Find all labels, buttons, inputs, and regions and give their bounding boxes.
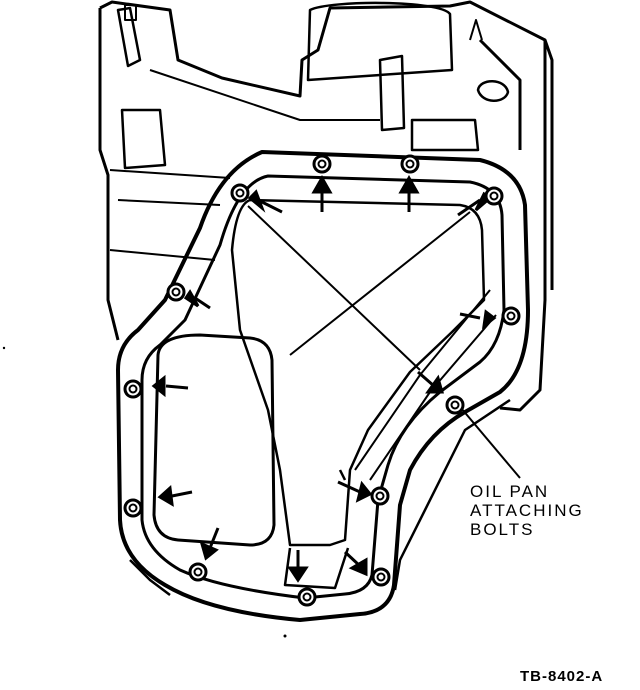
case-left-wall xyxy=(98,8,120,341)
callout-leader-line xyxy=(455,401,521,479)
filter-pocket xyxy=(152,333,276,547)
callout-line-3: BOLTS xyxy=(470,520,535,539)
pan-floor xyxy=(230,198,486,547)
upper-details xyxy=(124,4,483,41)
pan-bolt xyxy=(445,395,465,415)
valve-body-left xyxy=(116,6,167,170)
pan-bolt xyxy=(501,306,521,326)
pan-bolt xyxy=(370,486,390,506)
pan-bolt xyxy=(312,154,332,174)
pan-bolt xyxy=(123,379,143,399)
callout-label: OIL PAN ATTACHING BOLTS xyxy=(470,482,620,539)
pan-bolt xyxy=(484,186,504,206)
callout-line-2: ATTACHING xyxy=(470,501,584,520)
pan-bolt xyxy=(400,154,420,174)
pan-bolt xyxy=(123,498,143,518)
oil-pan-flange xyxy=(116,150,530,622)
case-inner-lines xyxy=(109,69,380,261)
case-right-ribs xyxy=(478,38,554,290)
filler-neck xyxy=(306,1,454,82)
pan-bolt xyxy=(297,587,317,607)
side-channel xyxy=(354,289,497,481)
figure-number: TB-8402-A xyxy=(520,668,604,685)
pan-skirt xyxy=(129,398,511,596)
bolt-arrows xyxy=(151,174,497,583)
pan-bolt xyxy=(230,183,250,203)
floor-rib-x xyxy=(247,205,471,371)
pan-bolt xyxy=(371,567,391,587)
pan-bolt xyxy=(166,282,186,302)
transmission-case-outline xyxy=(99,0,547,412)
callout-line-1: OIL PAN xyxy=(470,482,550,501)
upper-bosses xyxy=(378,54,510,152)
pan-bolt xyxy=(188,562,208,582)
bolt-group xyxy=(123,154,521,607)
